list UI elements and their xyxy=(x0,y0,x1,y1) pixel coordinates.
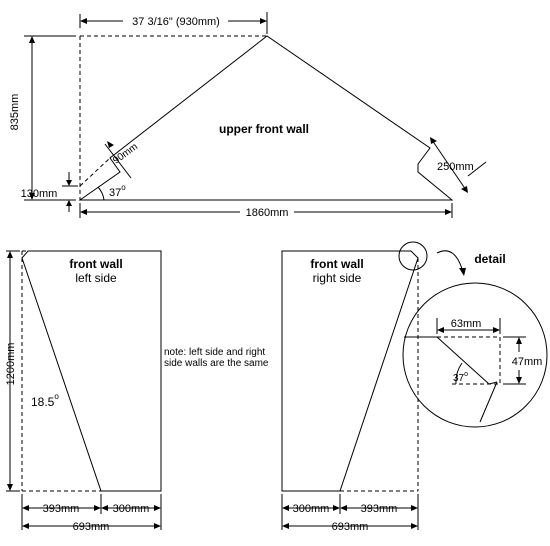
detail-width-label: 63mm xyxy=(451,318,482,330)
front-wall-right-panel: front wall right side 300mm 393mm 693mm xyxy=(281,241,466,533)
left-panel-title: front wall xyxy=(69,257,122,271)
side-wall-note: note: left side and right side walls are… xyxy=(164,347,269,369)
upper-height-label: 835mm xyxy=(9,94,21,131)
detail-circle xyxy=(402,282,548,428)
upper-notch-label: 90mm xyxy=(111,141,140,166)
left-panel-subtitle: left side xyxy=(75,271,117,285)
left-panel-angle-label: 18.5o xyxy=(31,392,59,409)
upper-low-label: 130mm xyxy=(21,188,58,200)
left-panel-seg-b: 300mm xyxy=(113,503,150,515)
left-panel-total: 693mm xyxy=(73,521,110,533)
note-line-2: side walls are the same xyxy=(164,358,269,369)
right-panel-outline xyxy=(281,250,419,492)
detail-callout-circle xyxy=(398,241,428,271)
front-wall-left-panel: front wall left side 18.5o 1200mm 393mm … xyxy=(5,250,162,533)
detail-view: detail 63mm 47mm 37o xyxy=(402,252,548,428)
left-panel-outline xyxy=(21,250,162,492)
right-panel-subtitle: right side xyxy=(313,271,362,285)
detail-title: detail xyxy=(474,252,505,266)
upper-wall-outline xyxy=(78,35,454,201)
detail-height-label: 47mm xyxy=(512,356,543,368)
right-panel-seg-a: 300mm xyxy=(293,503,330,515)
upper-front-wall: upper front wall 37 3/16" (930mm) 835mm … xyxy=(9,12,487,219)
note-line-1: note: left side and right xyxy=(164,347,265,358)
upper-wall-title: upper front wall xyxy=(219,122,309,136)
left-panel-height-label: 1200mm xyxy=(5,343,17,386)
right-panel-seg-b: 393mm xyxy=(361,503,398,515)
right-panel-total: 693mm xyxy=(332,521,369,533)
upper-base-label: 1860mm xyxy=(246,207,289,219)
upper-width-label: 37 3/16" (930mm) xyxy=(132,16,220,28)
detail-angle-label: 37o xyxy=(453,371,468,384)
upper-angle-label: 37o xyxy=(109,183,126,199)
left-panel-seg-a: 393mm xyxy=(43,503,80,515)
detail-callout-arrow xyxy=(436,250,464,273)
right-panel-title: front wall xyxy=(310,257,363,271)
upper-right-label: 250mm xyxy=(437,161,474,173)
